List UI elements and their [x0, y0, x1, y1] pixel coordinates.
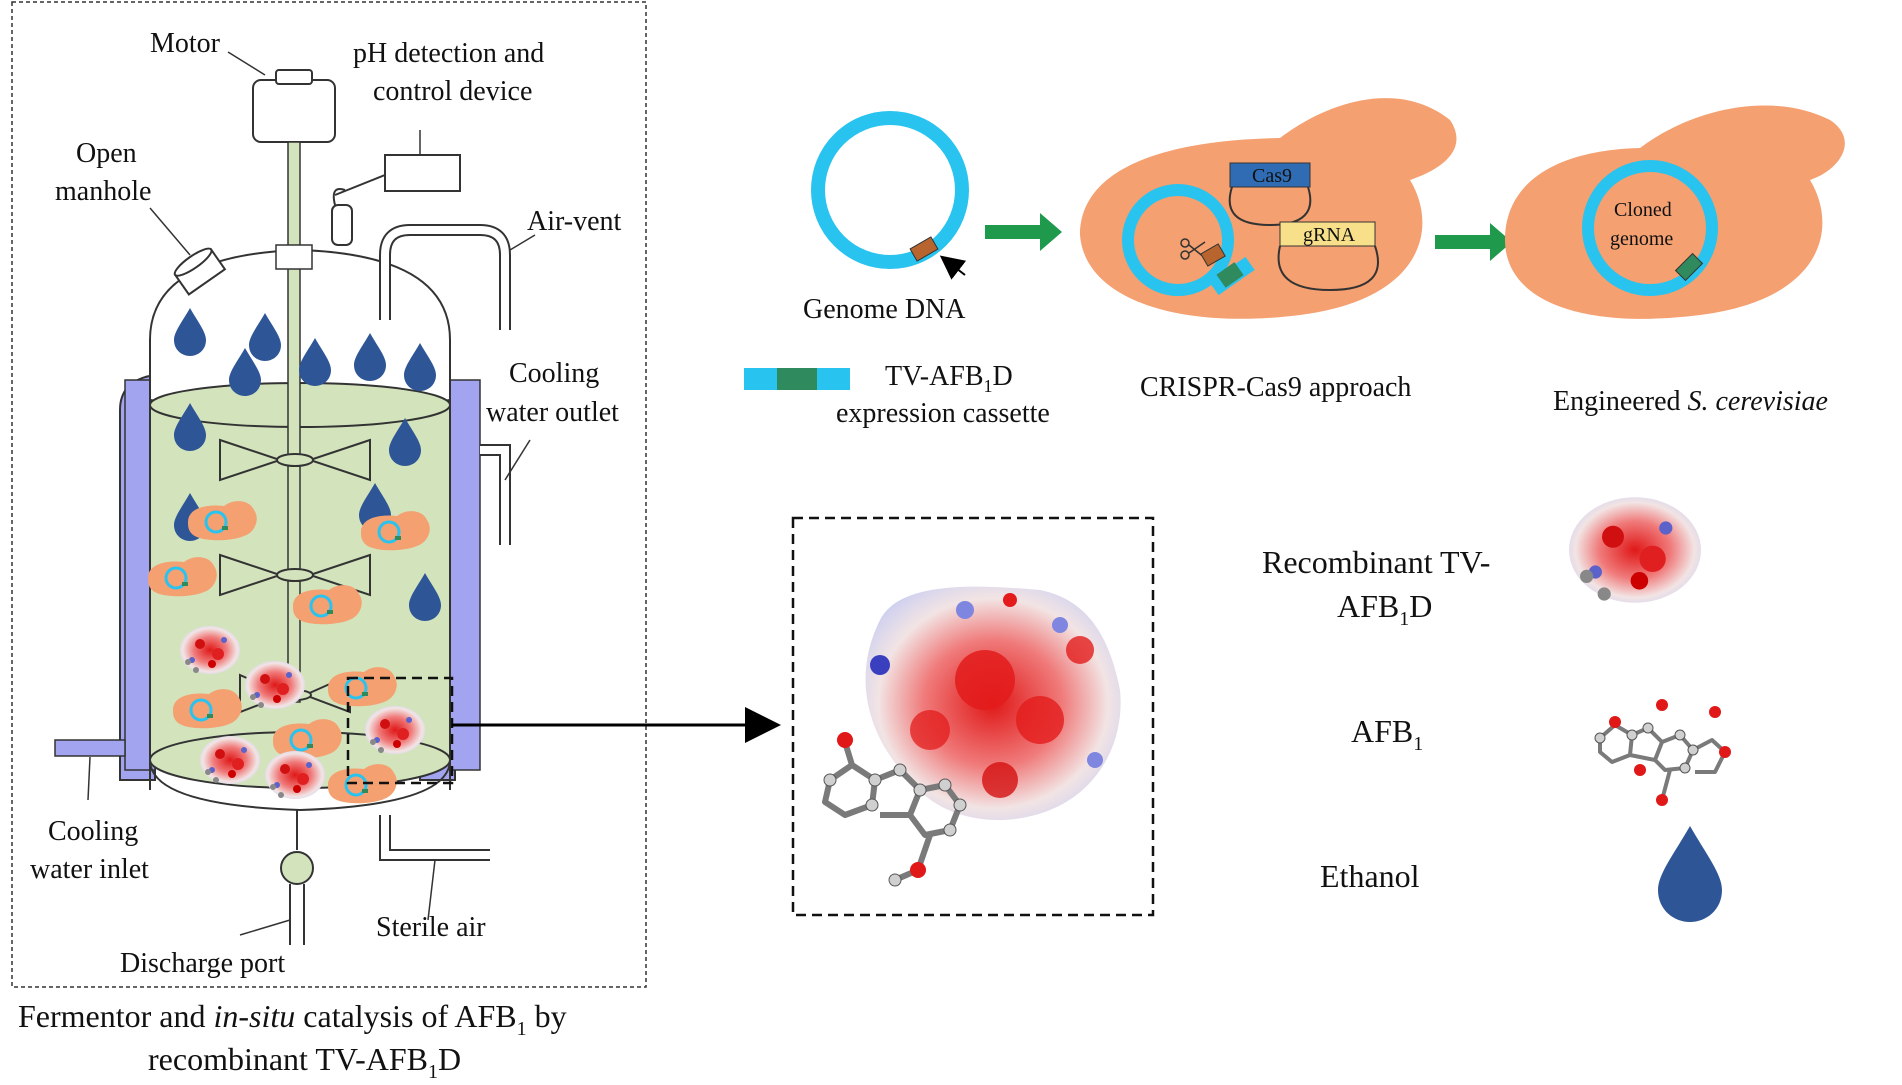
label-cas9: Cas9	[1252, 165, 1292, 187]
label-manhole-line1: Open	[76, 138, 137, 169]
label-genome-dna: Genome DNA	[803, 294, 966, 325]
legend-afb1-atoms	[1594, 699, 1731, 806]
open-manhole	[173, 247, 227, 296]
label-air-vent: Air-vent	[527, 206, 622, 237]
fermentor-panel: Motor pH detection and control device Op…	[11, 1, 781, 1083]
cas9-box	[1229, 162, 1311, 188]
cooling-inlet-pipe	[54, 739, 126, 757]
zoom-selection-box	[346, 676, 454, 785]
enzyme-surface-large	[865, 586, 1121, 820]
fermentor-caption-line2: recombinant TV-AFB1D	[148, 1041, 461, 1083]
label-cassette-line1: TV-AFB1D	[885, 361, 1013, 396]
fermentor-caption-line1: Fermentor and in-situ catalysis of AFB1 …	[18, 998, 567, 1040]
label-cooling-out-line1: Cooling	[509, 358, 599, 389]
cloned-insert	[1674, 252, 1704, 282]
cas9-protein-outline	[1228, 186, 1312, 227]
legend-enzyme-line2: AFB1D	[1337, 588, 1432, 630]
label-engineered-yeast: Engineered S. cerevisiae	[1553, 386, 1828, 417]
label-ph-line1: pH detection and	[353, 38, 544, 69]
ph-probe	[331, 154, 461, 246]
legend-enzyme-icon	[1569, 497, 1701, 603]
legend-enzyme-line1: Recombinant TV-	[1262, 544, 1490, 580]
label-cooling-in-line1: Cooling	[48, 816, 138, 847]
cloned-genome-plasmid	[1582, 160, 1718, 296]
label-cloned-line1: Cloned	[1614, 199, 1672, 221]
legend-ethanol-droplet-icon	[1658, 826, 1722, 922]
genome-insert-site	[909, 236, 939, 262]
crispr-plasmid	[1122, 184, 1234, 296]
legend-afb1: AFB1	[1351, 713, 1423, 755]
grna-outline	[1277, 245, 1379, 292]
label-cloned-line2: genome	[1610, 228, 1673, 250]
label-ph-line2: control device	[373, 76, 532, 107]
label-discharge-port: Discharge port	[120, 948, 285, 979]
impeller-2	[219, 553, 371, 597]
motor	[252, 79, 336, 143]
legend-panel: Recombinant TV- AFB1D AFB1 Ethanol	[1262, 497, 1731, 922]
engineered-yeast-cell	[1505, 105, 1845, 319]
genome-dna-plasmid	[811, 111, 969, 269]
discharge-valve	[280, 810, 314, 945]
sterile-air-pipe	[379, 815, 490, 861]
grna-box	[1279, 221, 1376, 247]
label-cooling-in-line2: water inlet	[30, 854, 149, 885]
fermentor-dashed-frame	[11, 1, 647, 988]
label-grna: gRNA	[1303, 224, 1356, 246]
process-arrow-2	[1435, 223, 1512, 261]
zoom-detail-frame	[791, 516, 1155, 917]
legend-afb1-molecule	[1598, 723, 1727, 801]
label-sterile-air: Sterile air	[376, 912, 486, 943]
label-cooling-out-line2: water outlet	[486, 397, 619, 428]
legend-ethanol: Ethanol	[1320, 858, 1420, 894]
label-manhole-line2: manhole	[55, 176, 151, 207]
impeller-1	[219, 438, 371, 482]
engineering-panel: Genome DNA TV-AFB1D expression cassette …	[744, 98, 1845, 429]
label-crispr-approach: CRISPR-Cas9 approach	[1140, 372, 1411, 403]
zoomed-complex-panel	[791, 516, 1155, 917]
label-cassette-line2: expression cassette	[836, 398, 1050, 429]
process-arrow-1	[985, 213, 1062, 251]
cooling-jacket-right	[449, 379, 481, 771]
crispr-yeast-cell	[1080, 98, 1457, 319]
label-motor: Motor	[150, 28, 221, 59]
